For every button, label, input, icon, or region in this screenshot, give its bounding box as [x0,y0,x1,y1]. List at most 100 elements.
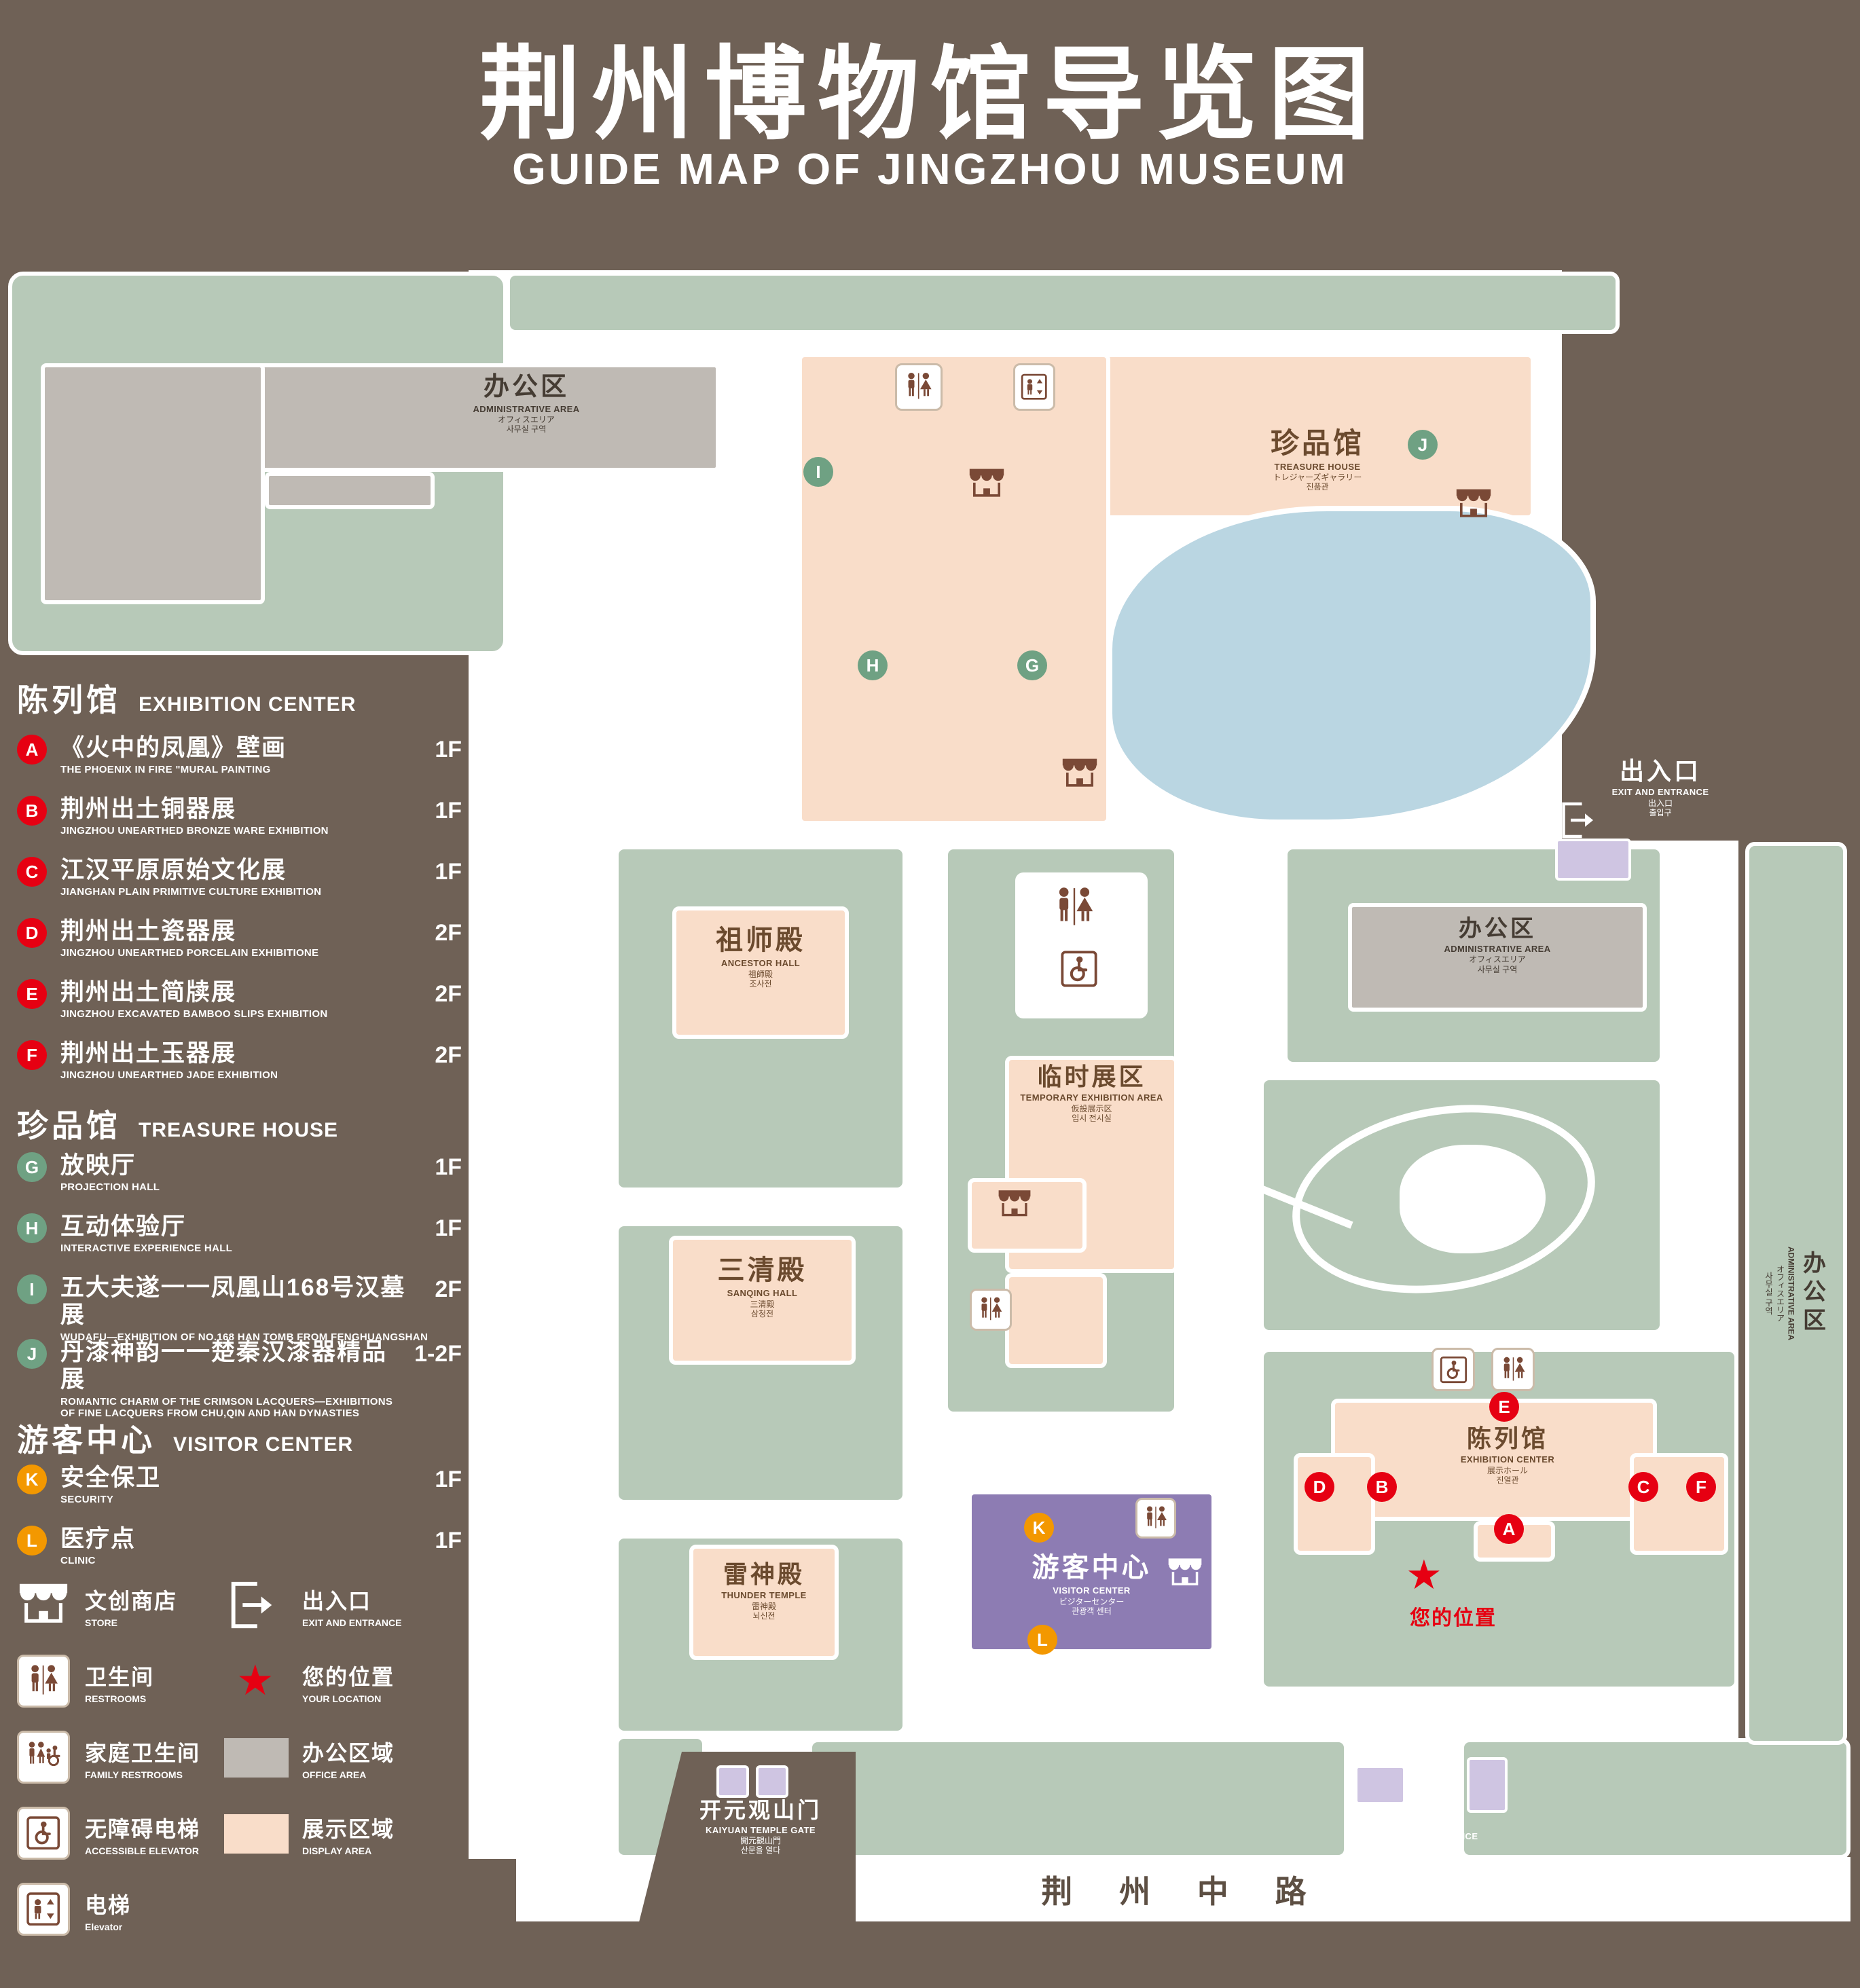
legend-item-g[interactable]: G 放映厅 PROJECTION HALL 1F [17,1152,462,1193]
symbol-zh: 电梯 [85,1893,132,1917]
map-marker-k[interactable]: K [1024,1513,1054,1543]
legend-symbol-restrooms: 卫生间 RESTROOMS [85,1660,154,1704]
legend-item-h[interactable]: H 互动体验厅 INTERACTIVE EXPERIENCE HALL 1F [17,1213,462,1254]
legend-symbol-family-restrooms: 家庭卫生间 FAMILY RESTROOMS [85,1736,200,1780]
label-ko: 삼청전 [750,1308,774,1319]
label-zh: 办公区 [1459,916,1536,942]
your-location-label: 您的位置 [1410,1607,1497,1630]
label-en: EXIT AND ENTRANCE [1611,787,1709,798]
legend-item-d[interactable]: D 荆州出土瓷器展 JINGZHOU UNEARTHED PORCELAIN E… [17,918,462,959]
legend-item-c[interactable]: C 江汉平原原始文化展 JIANGHAN PLAIN PRIMITIVE CUL… [17,857,462,898]
restrooms-icon [970,1289,1012,1331]
map-marker-i[interactable]: I [803,457,833,487]
item-floor: 1F [435,1528,462,1553]
map-marker-c[interactable]: C [1628,1472,1658,1502]
item-floor: 2F [435,981,462,1007]
symbol-en: EXIT AND ENTRANCE [302,1617,402,1628]
office-area-swatch [224,1738,289,1778]
label-en: ADMINISTRATIVE AREA [1786,1247,1796,1340]
treasure-house-building-wing [798,353,1110,825]
label-ja: ビジターセンター [1059,1596,1125,1606]
map-marker-l[interactable]: L [1027,1625,1057,1655]
symbol-zh: 您的位置 [302,1665,395,1689]
label-ko: 사무실 구역 [1477,964,1518,974]
symbol-zh: 无障碍电梯 [85,1817,201,1841]
thunder-temple-building [689,1545,839,1660]
label-ko: 산문을 열다 [740,1845,781,1856]
admin-strip-label: 办公区 ADMINISTRATIVE AREA オフィスエリア 사무실 구역 [1764,1247,1829,1340]
map-marker-e[interactable]: E [1489,1392,1519,1422]
label-zh: 珍品馆 [1270,427,1364,459]
item-name-en: THE PHOENIX IN FIRE "MURAL PAINTING [60,764,271,776]
item-name-zh: 荆州出土瓷器展 [60,918,237,944]
legend-section-treasure-house: 珍品馆 TREASURE HOUSE [17,1101,338,1146]
symbol-en: STORE [85,1617,117,1628]
item-name-zh: 《火中的凤凰》壁画 [60,735,287,761]
entrance-pad-south-east [1467,1757,1508,1813]
label-ja: 展示ホール [1487,1465,1528,1475]
lake [1107,506,1596,825]
legend-symbol-exit: 出入口 EXIT AND ENTRANCE [302,1584,402,1628]
item-name-en: JINGZHOU UNEARTHED PORCELAIN EXHIBITIONE [60,947,319,959]
restrooms-icon [1135,1498,1176,1539]
item-name-zh: 荆州出土玉器展 [60,1040,237,1067]
legend-marker-c: C [17,857,47,887]
legend-item-f[interactable]: F 荆州出土玉器展 JINGZHOU UNEARTHED JADE EXHIBI… [17,1040,462,1081]
label-en: THUNDER TEMPLE [721,1590,807,1601]
admin-top-left-label: 办公区 ADMINISTRATIVE AREA オフィスエリア 사무실 구역 [445,372,608,434]
store-icon [968,465,1006,503]
map-marker-b[interactable]: B [1367,1472,1397,1502]
legend-item-a[interactable]: A 《火中的凤凰》壁画 THE PHOENIX IN FIRE "MURAL P… [17,735,462,775]
lawn-south-west [808,1738,1348,1859]
label-ja: オフィスエリア [1775,1265,1785,1322]
label-en: TREASURE HOUSE [1274,461,1361,472]
exhibition-center-building-west-wing [1294,1453,1375,1555]
gate-pad-left [716,1765,749,1798]
map-marker-f[interactable]: F [1686,1472,1716,1502]
admin-top-left-building-wing [41,363,265,604]
restroom-building [1015,872,1148,1018]
symbol-zh: 卫生间 [85,1665,155,1689]
item-name-en: SECURITY [60,1494,114,1506]
map-marker-d[interactable]: D [1305,1472,1334,1502]
label-ko: 진열관 [1496,1475,1519,1485]
accessible-restroom-icon [1059,949,1099,989]
legend-item-j[interactable]: J 丹漆神韵一一楚秦汉漆器精品展 ROMANTIC CHARM OF THE C… [17,1339,462,1419]
item-floor: 1-2F [414,1341,462,1367]
ancestor-hall-label: 祖师殿 ANCESTOR HALL 祖師殿 조사전 [676,925,845,989]
map-marker-j[interactable]: J [1408,430,1438,460]
legend-marker-b: B [17,796,47,826]
legend-symbol-display-area: 展示区域 DISPLAY AREA [302,1812,395,1856]
elevator-icon [1013,363,1055,411]
label-zh: 临时展区 [1037,1063,1146,1090]
label-zh: 祖师殿 [716,925,805,955]
temporary-area-label: 临时展区 TEMPORARY EXHIBITION AREA 仮設展示区 임시 … [1006,1063,1177,1123]
map-marker-a[interactable]: A [1494,1514,1524,1544]
legend-marker-k: K [17,1465,47,1494]
item-name-zh: 江汉平原原始文化展 [60,857,287,883]
sanqing-hall-building [669,1236,856,1365]
map-marker-h[interactable]: H [858,650,888,680]
legend-item-i[interactable]: I 五大夫遂一一凤凰山168号汉墓展 WUDAFU—EXHIBITION OF … [17,1274,462,1343]
legend-item-b[interactable]: B 荆州出土铜器展 JINGZHOU UNEARTHED BRONZE WARE… [17,796,462,836]
legend-item-e[interactable]: E 荆州出土简牍展 JINGZHOU EXCAVATED BAMBOO SLIP… [17,979,462,1020]
legend-marker-j: J [17,1339,47,1369]
label-zh: 开元观山门 [699,1798,822,1822]
legend-item-l[interactable]: L 医疗点 CLINIC 1F [17,1526,462,1566]
restrooms-icon [17,1655,70,1708]
store-icon [1061,755,1099,793]
admin-right-label: 办公区 ADMINISTRATIVE AREA オフィスエリア 사무실 구역 [1416,915,1579,974]
label-en: ADMINISTRATIVE AREA [473,403,580,414]
label-en: VISITOR CENTER [1053,1585,1131,1596]
label-ja: 仮設展示区 [1071,1103,1112,1113]
item-name-en: PROJECTION HALL [60,1181,160,1194]
legend-item-k[interactable]: K 安全保卫 SECURITY 1F [17,1465,462,1505]
display-area-swatch [224,1814,289,1854]
lawn-south-east [1460,1738,1850,1859]
page-subtitle: GUIDE MAP OF JINGZHOU MUSEUM [512,145,1348,194]
visitor-center-label: 游客中心 VISITOR CENTER ビジターセンター 관광객 센터 [985,1552,1199,1616]
symbol-zh: 办公区域 [302,1741,395,1765]
map-marker-g[interactable]: G [1017,650,1047,680]
label-ja: 出入口 [1647,798,1673,808]
section-title-en: EXHIBITION CENTER [139,693,357,716]
